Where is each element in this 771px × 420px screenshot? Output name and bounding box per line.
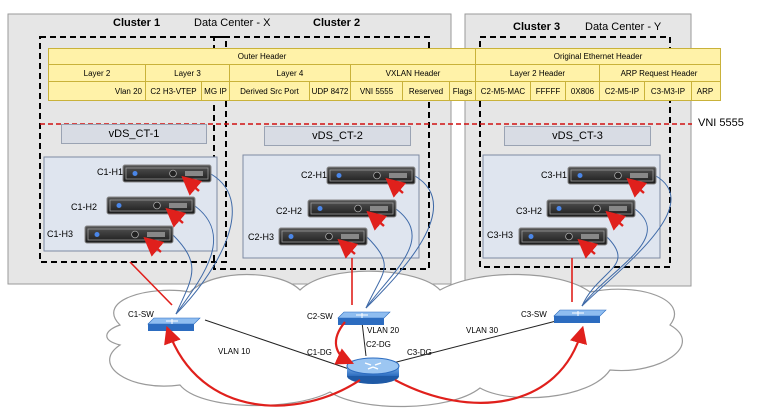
- server-c2-h3[interactable]: [278, 227, 368, 246]
- cable-c3-h3: [581, 236, 619, 307]
- cable-c2-h3: [365, 236, 385, 309]
- vds-ct-3[interactable]: vDS_CT-3: [504, 126, 651, 146]
- server-c1-h2[interactable]: [106, 196, 196, 215]
- cable-c3-h2: [581, 208, 648, 307]
- field-mg-ip: MG IP: [202, 82, 230, 101]
- group-layer-4: Layer 4: [230, 65, 351, 81]
- host-label-c3-h2: C3-H2: [516, 206, 543, 216]
- group-layer-2: Layer 2: [49, 65, 146, 81]
- field-src-ip: C2-M5-IP: [600, 82, 645, 101]
- host-label-c1-h1: C1-H1: [97, 167, 124, 177]
- server-c2-h2[interactable]: [307, 199, 397, 218]
- vni-label: VNI 5555: [698, 117, 744, 129]
- field-ethertype: 0X806: [566, 82, 600, 101]
- datacenter-x-title: Data Center - X: [194, 17, 271, 29]
- link-c3-dg: [384, 319, 561, 366]
- host-label-c2-h1: C2-H1: [301, 170, 328, 180]
- group-layer-3: Layer 3: [146, 65, 230, 81]
- cluster-1-title: Cluster 1: [113, 17, 161, 29]
- field-src-mac: C2-M5-MAC: [476, 82, 531, 101]
- link-c2-dg: [361, 321, 367, 357]
- field-flags: Flags: [450, 82, 476, 101]
- cable-c2-h2: [365, 208, 413, 309]
- server-c2-h1[interactable]: [326, 166, 416, 185]
- cluster-2-title: Cluster 2: [313, 17, 361, 29]
- field-vtep: C2 H3-VTEP: [146, 82, 202, 101]
- arrow-into-c3-h1: [626, 177, 648, 198]
- outer-header-title: Outer Header: [49, 49, 476, 65]
- field-reserved: Reserved: [403, 82, 450, 101]
- switch-label-c1: C1-SW: [128, 310, 154, 319]
- arrow-into-c1-h3: [143, 236, 165, 257]
- router-label: C2-DG: [366, 340, 391, 349]
- packet-header-table: Outer Header Original Ethernet Header La…: [48, 48, 721, 101]
- host-label-c2-h3: C2-H3: [248, 232, 275, 242]
- arrow-into-c3-h3: [577, 238, 599, 259]
- arrow-c2-to-router: [334, 321, 354, 365]
- cable-c1-h1: [175, 173, 233, 315]
- host-label-c2-h2: C2-H2: [276, 206, 303, 216]
- network-cloud: [106, 270, 683, 408]
- arrow-into-c2-h1: [385, 177, 407, 198]
- switch-c3-icon[interactable]: [553, 309, 607, 323]
- arrow-router-to-c3: [394, 325, 587, 404]
- cable-c1-h2: [175, 205, 215, 315]
- host-label-c3-h3: C3-H3: [487, 230, 514, 240]
- cable-c2-h1: [365, 175, 435, 309]
- cluster-3-title: Cluster 3: [513, 21, 561, 33]
- host-label-c1-h3: C1-H3: [47, 229, 74, 239]
- switch-label-c3: C3-SW: [521, 310, 547, 319]
- switch-c2-icon[interactable]: [337, 311, 391, 325]
- switch-c1-icon[interactable]: [147, 317, 201, 331]
- host-label-c3-h1: C3-H1: [541, 170, 568, 180]
- field-arp: ARP: [696, 87, 714, 96]
- arrow-into-c1-h2: [165, 207, 187, 228]
- vlan-label-20: VLAN 20: [367, 326, 400, 335]
- field-udp: UDP 8472: [310, 82, 351, 101]
- cable-c3-h1: [581, 175, 672, 307]
- switch-label-c2: C2-SW: [307, 312, 333, 321]
- arrow-into-c3-h2: [605, 210, 627, 231]
- datacenter-y-title: Data Center - Y: [585, 21, 662, 33]
- vds-ct-2[interactable]: vDS_CT-2: [264, 126, 411, 146]
- group-arp: ARP Request Header: [620, 68, 698, 78]
- arrow-into-c2-h2: [366, 210, 388, 231]
- header-fields-row: Vlan 20 C2 H3-VTEP MG IP Derived Src Por…: [49, 81, 720, 101]
- group-l2-header: Layer 2 Header: [476, 65, 600, 81]
- red-arrows: [129, 175, 648, 306]
- server-c3-h3[interactable]: [518, 227, 608, 246]
- vlan-label-10: VLAN 10: [218, 347, 251, 356]
- cluster-3-boundary: [479, 36, 671, 268]
- field-vlan: Vlan 20: [107, 82, 146, 101]
- field-src-port: Derived Src Port: [230, 82, 310, 101]
- cable-c1-h3: [172, 234, 193, 315]
- router-icon[interactable]: [346, 357, 400, 384]
- server-c1-h3[interactable]: [84, 225, 174, 244]
- server-c1-h1[interactable]: [122, 164, 212, 183]
- field-fffff: FFFFF: [531, 82, 566, 101]
- cluster-2-boundary: [213, 36, 430, 270]
- vlan-label-30: VLAN 30: [466, 326, 499, 335]
- arrow-c1-to-router: [164, 325, 361, 407]
- arrow-into-c1-h1: [181, 175, 203, 196]
- field-vni: VNI 5555: [351, 82, 403, 101]
- group-vxlan: VXLAN Header: [351, 65, 476, 81]
- uplink-c1: [129, 261, 173, 306]
- vds-ct-1[interactable]: vDS_CT-1: [61, 124, 207, 144]
- server-c3-h1[interactable]: [567, 166, 657, 185]
- link-label-c3-dg: C3-DG: [407, 348, 432, 357]
- original-header-title: Original Ethernet Header: [476, 49, 720, 65]
- link-c1-dg: [204, 319, 353, 371]
- field-dst-ip: C3-M3-IP: [645, 82, 692, 101]
- server-c3-h2[interactable]: [546, 199, 636, 218]
- host-label-c1-h2: C1-H2: [71, 202, 98, 212]
- link-label-c1-dg: C1-DG: [307, 348, 332, 357]
- host-cables: [172, 173, 672, 315]
- cluster-1-boundary: [39, 36, 227, 263]
- arrow-into-c2-h3: [337, 238, 359, 259]
